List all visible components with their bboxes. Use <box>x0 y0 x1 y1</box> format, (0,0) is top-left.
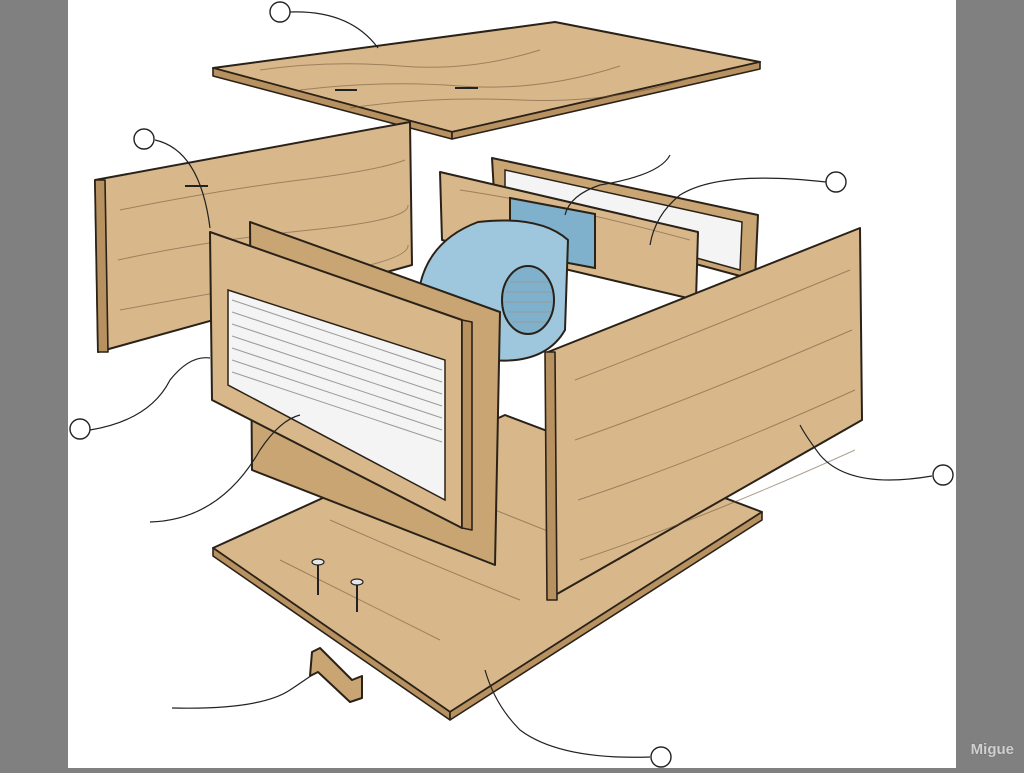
callout-filter-frame <box>133 128 155 150</box>
callout-circles <box>69 1 954 768</box>
credit-watermark: Migue <box>970 741 1014 758</box>
callout-side-panel <box>932 464 954 486</box>
right-side-panel <box>544 227 863 601</box>
handle <box>309 647 363 703</box>
callout-back-panel <box>825 171 847 193</box>
callout-front-frame <box>69 418 91 440</box>
callout-top-panel <box>269 1 291 23</box>
front-filter-assembly <box>209 221 501 566</box>
screws <box>311 558 364 612</box>
top-panel <box>212 21 761 140</box>
leader-lines <box>89 11 933 758</box>
callout-bottom-panel <box>650 746 672 768</box>
